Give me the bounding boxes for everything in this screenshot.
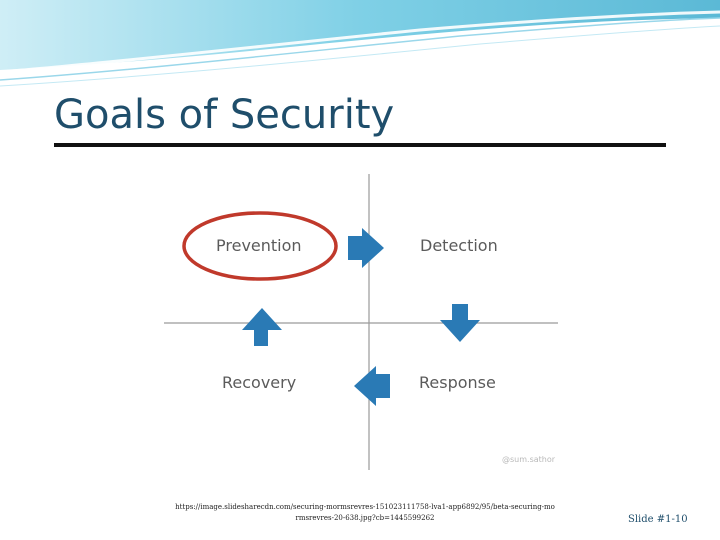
header-wave-decoration — [0, 0, 720, 90]
diagram-canvas — [162, 172, 560, 472]
source-url-caption: https://image.slidesharecdn.com/securing… — [175, 502, 555, 524]
quadrant-label-detection: Detection — [420, 236, 498, 255]
image-watermark: @sum.sathor — [502, 455, 555, 464]
title-underline — [54, 143, 666, 147]
quadrant-label-prevention: Prevention — [216, 236, 302, 255]
quadrant-label-recovery: Recovery — [222, 373, 296, 392]
left-arrow-icon — [354, 366, 390, 406]
security-cycle-diagram: Prevention Detection Recovery Response @… — [162, 172, 560, 472]
right-arrow-icon — [348, 228, 384, 268]
up-arrow-icon — [242, 308, 282, 346]
page-title: Goals of Security — [54, 88, 664, 142]
quadrant-label-response: Response — [419, 373, 496, 392]
slide-number: Slide #1-10 — [628, 514, 688, 525]
down-arrow-icon — [440, 304, 480, 342]
